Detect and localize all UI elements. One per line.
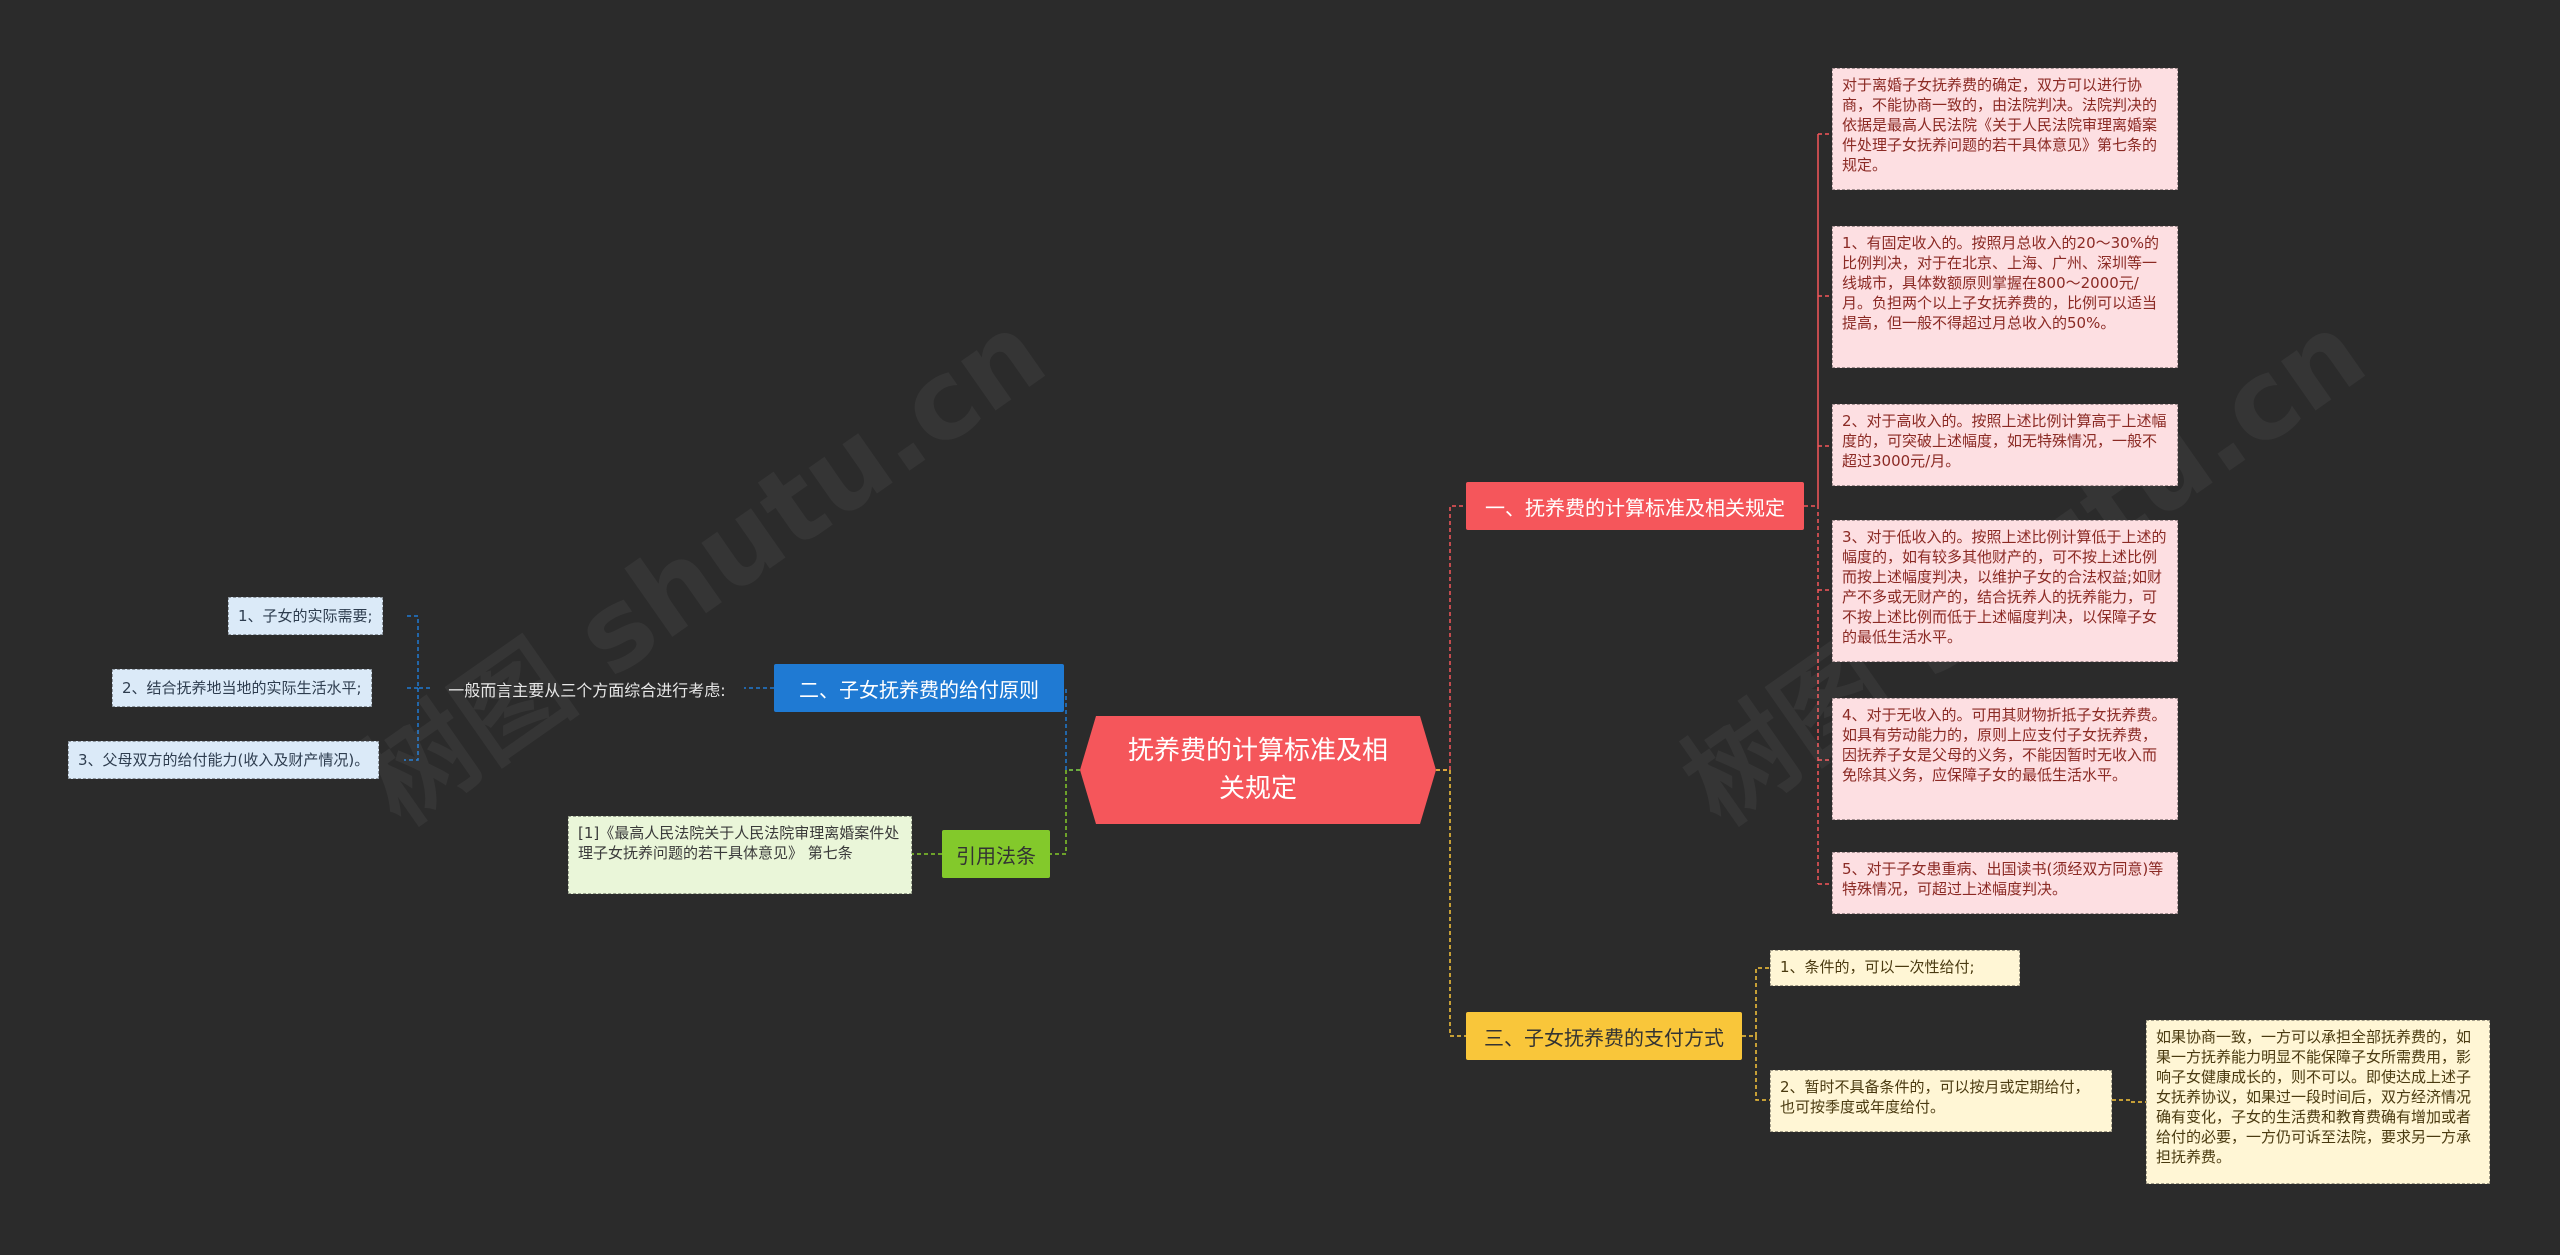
link-payment-detail xyxy=(2112,1099,2146,1103)
leaf-principle-living-standard[interactable]: 2、结合抚养地当地的实际生活水平; xyxy=(112,669,372,707)
leaf-calc-fixed-income[interactable]: 1、有固定收入的。按照月总收入的20～30%的比例判决，对于在北京、上海、广州、… xyxy=(1832,226,2178,368)
link-center-citation xyxy=(1050,769,1080,855)
link-general-leaves xyxy=(404,615,430,761)
leaf-calc-low-income[interactable]: 3、对于低收入的。按照上述比例计算低于上述的幅度的，如有较多其他财产的，可不按上… xyxy=(1832,520,2178,662)
link-calc-leaves xyxy=(1804,134,1819,884)
leaf-payment-periodic[interactable]: 2、暂时不具备条件的，可以按月或定期给付，也可按季度或年度给付。 xyxy=(1770,1070,2112,1132)
link-center-principle xyxy=(1064,687,1080,771)
leaf-principle-ability[interactable]: 3、父母双方的给付能力(收入及财产情况)。 xyxy=(68,741,380,779)
leaf-calc-intro[interactable]: 对于离婚子女抚养费的确定，双方可以进行协商，不能协商一致的，由法院判决。法院判决… xyxy=(1832,68,2178,190)
link-center-payment xyxy=(1436,769,1466,1037)
principle-general-note[interactable]: 一般而言主要从三个方面综合进行考虑: xyxy=(448,681,726,700)
leaf-calc-high-income[interactable]: 2、对于高收入的。按照上述比例计算高于上述幅度的，可突破上述幅度，如无特殊情况，… xyxy=(1832,404,2178,486)
central-topic[interactable]: 抚养费的计算标准及相关规定 xyxy=(1080,716,1436,824)
link-payment-leaves xyxy=(1742,967,1770,1101)
link-center-calc xyxy=(1436,505,1466,771)
leaf-principle-needs[interactable]: 1、子女的实际需要; xyxy=(228,597,383,635)
leaf-payment-detail[interactable]: 如果协商一致，一方可以承担全部抚养费的，如果一方抚养能力明显不能保障子女所需费用… xyxy=(2146,1020,2490,1184)
leaf-calc-special[interactable]: 5、对于子女患重病、出国读书(须经双方同意)等特殊情况，可超过上述幅度判决。 xyxy=(1832,852,2178,914)
branch-payment-method[interactable]: 三、子女抚养费的支付方式 xyxy=(1466,1012,1742,1060)
branch-calculation-standard[interactable]: 一、抚养费的计算标准及相关规定 xyxy=(1466,482,1804,530)
leaf-calc-no-income[interactable]: 4、对于无收入的。可用其财物折抵子女抚养费。如具有劳动能力的，原则上应支付子女抚… xyxy=(1832,698,2178,820)
leaf-payment-lump-sum[interactable]: 1、条件的，可以一次性给付; xyxy=(1770,950,2020,986)
branch-payment-principle[interactable]: 二、子女抚养费的给付原则 xyxy=(774,664,1064,712)
leaf-citation-article[interactable]: [1]《最高人民法院关于人民法院审理离婚案件处理子女抚养问题的若干具体意见》 第… xyxy=(568,816,912,894)
branch-citation[interactable]: 引用法条 xyxy=(942,830,1050,878)
